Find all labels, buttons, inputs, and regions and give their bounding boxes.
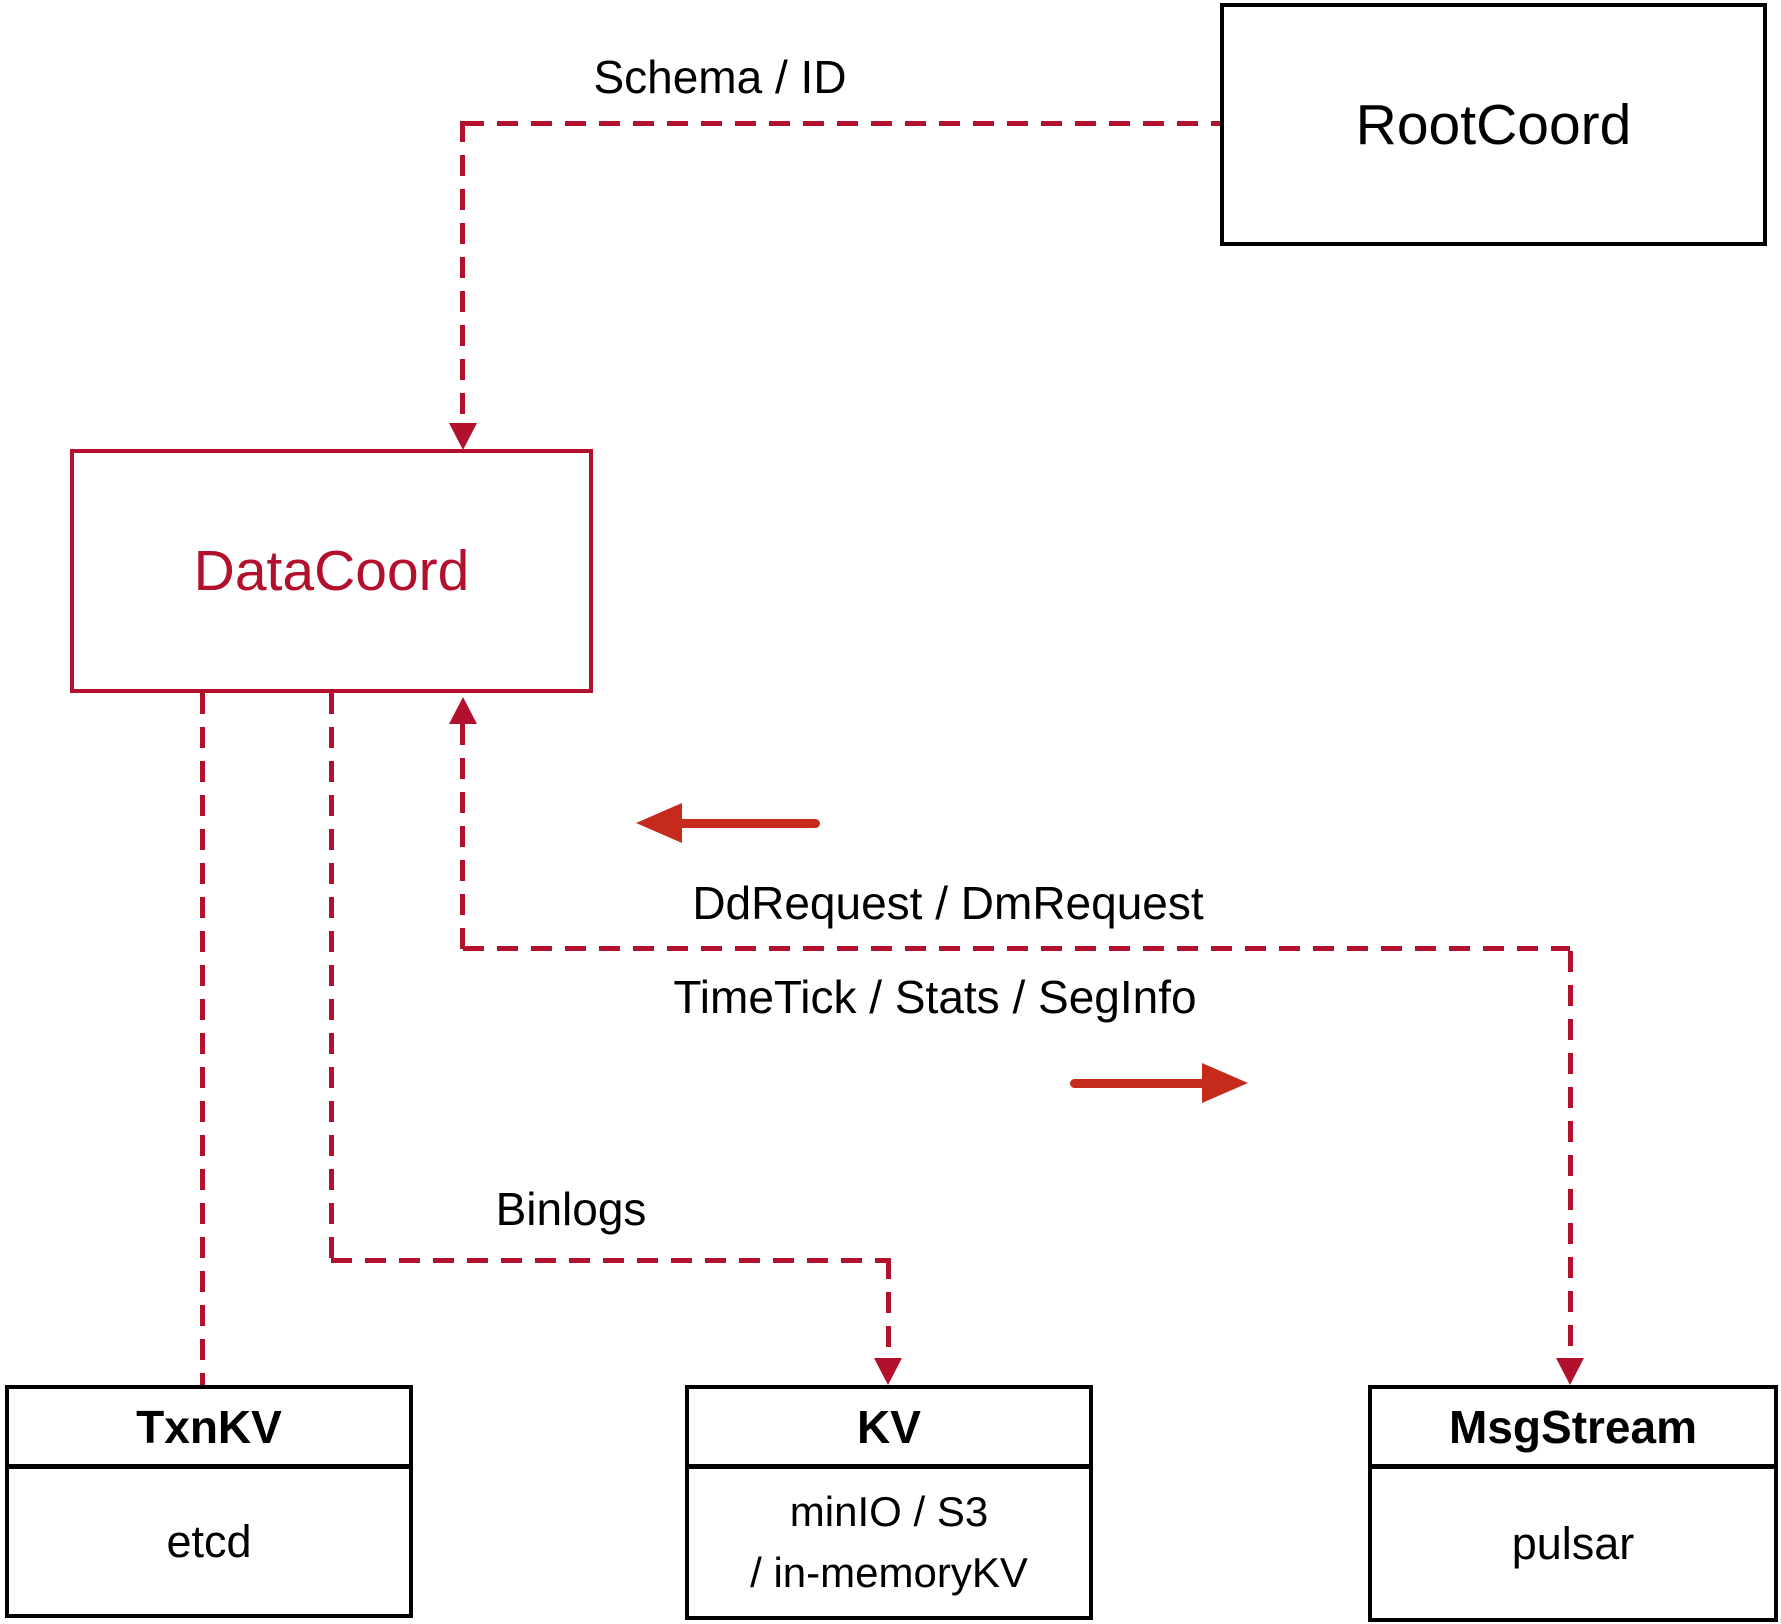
edge-ddrequest-vertical-right	[1568, 951, 1573, 1361]
node-datacoord: DataCoord	[70, 449, 593, 693]
arrowhead-into-datacoord-bottom-icon	[449, 697, 477, 724]
msgstream-body: pulsar	[1511, 1517, 1635, 1569]
edge-binlogs-vertical-1	[329, 693, 334, 1261]
edge-schema-horizontal	[463, 121, 1220, 126]
label-schema-id: Schema / ID	[593, 51, 847, 103]
flow-arrow-right-icon	[1202, 1063, 1248, 1103]
arrowhead-into-datacoord-top-icon	[449, 423, 477, 450]
edge-ddrequest-vertical-left	[460, 724, 465, 951]
kv-body-line1: minIO / S3	[789, 1487, 989, 1535]
node-rootcoord: RootCoord	[1220, 3, 1767, 246]
edge-ddrequest-horizontal	[463, 946, 1570, 951]
edge-binlogs-horizontal	[331, 1258, 888, 1263]
flow-arrow-right-shaft	[1070, 1079, 1210, 1088]
kv-body-line2: / in-memoryKV	[750, 1548, 1028, 1596]
node-msgstream: MsgStream pulsar	[1368, 1385, 1778, 1622]
node-txnkv: TxnKV etcd	[5, 1385, 413, 1618]
node-kv: KV minIO / S3 / in-memoryKV	[685, 1385, 1093, 1620]
txnkv-title: TxnKV	[9, 1389, 409, 1469]
txnkv-body: etcd	[166, 1515, 252, 1567]
arrowhead-into-kv-top-icon	[874, 1358, 902, 1385]
flow-arrow-left-shaft	[674, 819, 820, 828]
label-timetick: TimeTick / Stats / SegInfo	[673, 971, 1197, 1023]
arrowhead-into-msgstream-top-icon	[1556, 1358, 1584, 1385]
kv-title: KV	[689, 1389, 1089, 1469]
rootcoord-label: RootCoord	[1355, 92, 1632, 157]
kv-body: minIO / S3 / in-memoryKV	[689, 1469, 1089, 1616]
datacoord-label: DataCoord	[193, 539, 470, 603]
label-binlogs: Binlogs	[495, 1183, 647, 1235]
edge-schema-vertical	[460, 121, 465, 423]
label-ddrequest: DdRequest / DmRequest	[692, 877, 1204, 929]
msgstream-title: MsgStream	[1372, 1389, 1774, 1469]
edge-binlogs-vertical-2	[886, 1258, 891, 1358]
edge-datacoord-txnkv	[200, 693, 205, 1385]
